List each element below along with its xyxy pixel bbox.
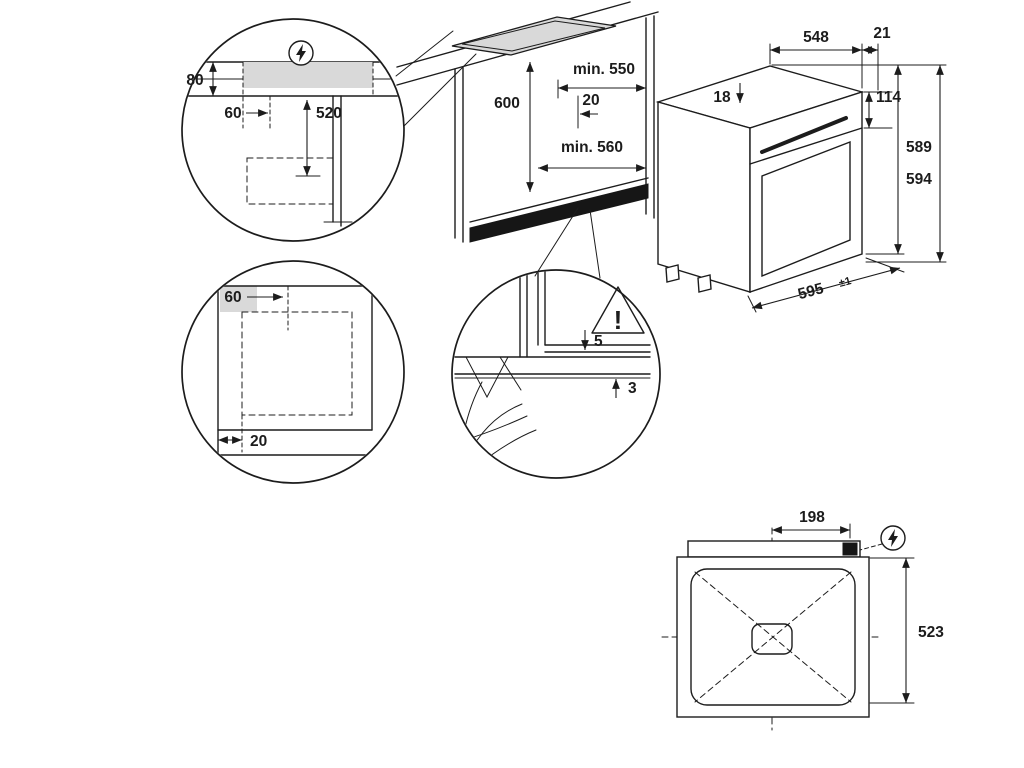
dim-60-label: 60 (224, 105, 241, 122)
dim-min550-label: min. 550 (573, 61, 635, 78)
dim-60-corner-label: 60 (224, 289, 241, 306)
dim-548-label: 548 (803, 29, 829, 46)
rear-top-flange (687, 540, 861, 558)
dim-21-label: 21 (873, 25, 891, 42)
oven-foot (697, 274, 712, 293)
oven-front-face (749, 91, 863, 293)
power-zone-shading (243, 62, 373, 88)
dim-595-label: 595 (796, 280, 826, 303)
cabinet-niche: 600 min. 550 20 min. 560 (396, 1, 659, 279)
dim-589-label: 589 (906, 139, 932, 156)
corner-zone-shading (220, 286, 257, 312)
hob-cutout (451, 16, 617, 56)
dim-80-label: 80 (186, 72, 203, 89)
lightning-bolt-icon (888, 529, 898, 547)
dim-594-label: 594 (906, 171, 932, 188)
dim-198-label: 198 (799, 509, 825, 526)
warning-exclamation: ! (614, 305, 623, 335)
oven-door-window (761, 140, 851, 278)
lightning-bolt-icon (296, 44, 306, 62)
rear-inner-frame (690, 568, 856, 706)
oven-rear-view: 198 523 (661, 509, 944, 731)
detail-worktop-section: 80 60 520 (181, 18, 477, 242)
dim-20-corner-label: 20 (250, 433, 267, 450)
rear-center-plate (751, 623, 793, 655)
dim-min560-label: min. 560 (561, 139, 623, 156)
dim-3-label: 3 (628, 380, 637, 397)
dim-5-label: 5 (594, 333, 603, 350)
detail-circle-outline (181, 260, 405, 484)
warning-triangle-icon (591, 286, 645, 334)
dim-523-label: 523 (918, 624, 944, 641)
detail-circle-outline (181, 18, 405, 242)
detail-front-gap: 5 3 ! (451, 269, 661, 479)
detail-corner-top-view: 60 20 (181, 260, 405, 484)
dim-600-label: 600 (494, 95, 520, 112)
dim-595-tolerance: ±1 (838, 275, 853, 290)
dim-18-label: 18 (713, 89, 731, 106)
dim-520-label: 520 (316, 105, 342, 122)
plinth-front-strip (469, 183, 649, 243)
detail-circle-outline (451, 269, 661, 479)
oven-foot (665, 264, 680, 283)
oven-isometric: 548 21 18 114 589 594 595 ±1 (655, 25, 947, 313)
oven-left-face (657, 101, 751, 293)
power-terminal-block (842, 542, 858, 556)
hob-cutout-inner (461, 20, 606, 52)
oven-handle (760, 116, 848, 154)
dim-20-rear-label: 20 (582, 92, 599, 109)
